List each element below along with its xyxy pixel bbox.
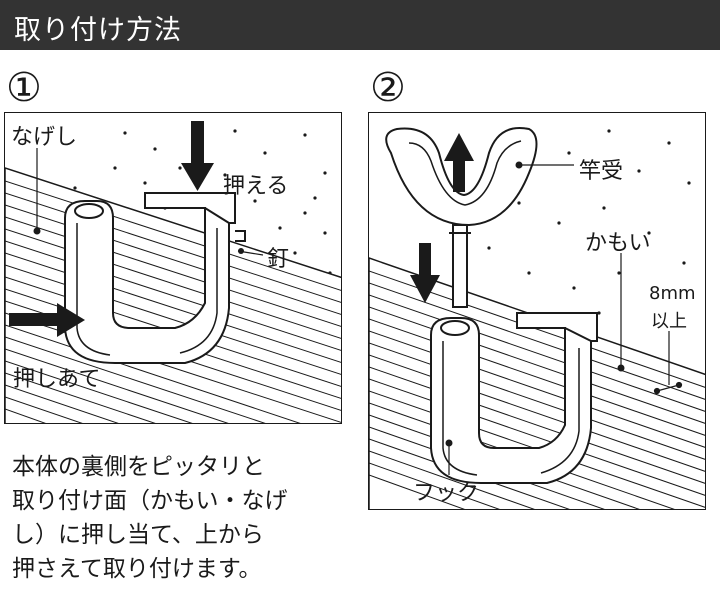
step-1-drawing (5, 121, 341, 423)
label-butt: 押しあて (13, 367, 101, 392)
instruction-line: 取り付け面（かもい・なげ (12, 488, 288, 514)
label-nail: 釘 (267, 247, 290, 272)
label-press: 押える (223, 174, 289, 199)
step-1-illustration: なげし 押える 釘 押しあて (4, 112, 342, 424)
pole-holder (385, 127, 538, 308)
step-1-number: ① (6, 65, 42, 111)
label-hook: フック (413, 481, 480, 506)
page-title: 取り付け方法 (14, 15, 182, 46)
up-arrow-icon (444, 133, 474, 192)
step-2-number: ② (370, 65, 406, 111)
down-arrow-icon (410, 243, 440, 303)
hook-body (430, 312, 598, 484)
nail-pointer-dot (238, 248, 244, 254)
instruction-line: 押さえて取り付けます。 (12, 556, 262, 582)
step-2-drawing (369, 127, 705, 509)
instruction-text: 本体の裏側をピッタリと 取り付け面（かもい・なげ し）に押し当て、上から 押さえ… (12, 450, 352, 586)
header-bar: 取り付け方法 (0, 0, 720, 50)
instruction-line: 本体の裏側をピッタリと (12, 454, 265, 480)
measurement-mark (653, 331, 683, 395)
label-pole-holder: 竿受 (579, 159, 624, 184)
label-kamoi: かもい (585, 231, 651, 256)
instruction-line: し）に押し当て、上から (12, 522, 264, 548)
label-nageshi: なげし (11, 125, 78, 150)
down-arrow-icon (181, 121, 214, 191)
right-arrow-icon (9, 303, 85, 337)
label-or-more: 以上 (651, 311, 687, 332)
hook-body (64, 192, 246, 364)
label-size: 8mm (649, 283, 696, 304)
step-2-illustration: 竿受 かもい 8mm 以上 フック (368, 112, 706, 510)
